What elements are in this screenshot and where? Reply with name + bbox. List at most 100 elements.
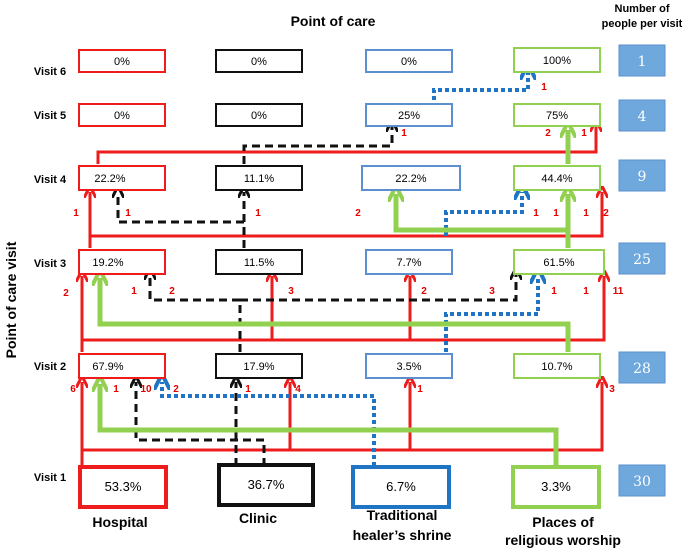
- y-axis-label: Point of care visit: [3, 241, 19, 358]
- hospital-v3-box: [78, 249, 166, 275]
- arrow-label: 2: [169, 286, 175, 297]
- hospital-v2-box: [78, 353, 166, 379]
- arrow-label: 3: [288, 286, 294, 297]
- healer-v3-box: [365, 249, 453, 275]
- healer-v6-box: [365, 49, 453, 73]
- healer-v4-box: [361, 165, 461, 191]
- arrow-label: 4: [295, 384, 301, 395]
- visit-3-label: Visit 3: [34, 258, 66, 270]
- healer-v1-value: 6.7%: [386, 479, 416, 494]
- flow-s5-w6: [432, 72, 528, 100]
- clinic-v1-box: [217, 463, 315, 507]
- arrow-label: 1: [553, 208, 559, 219]
- worship-v2-value: 10.7%: [541, 361, 572, 373]
- worship-v3-box: [513, 249, 605, 275]
- worship-v1-box: [511, 465, 601, 509]
- footer-healer-line2: healer’s shrine: [353, 527, 452, 543]
- count-v6-value: 1: [638, 54, 647, 70]
- count-v4-box: [618, 159, 666, 192]
- arrow-label: 1: [551, 286, 557, 297]
- healer-v2-value: 3.5%: [396, 361, 421, 373]
- visit-1-label: Visit 1: [34, 472, 66, 484]
- flow-c2-w3: [240, 274, 516, 302]
- arrow-label: 2: [63, 288, 69, 299]
- count-column: 1 4 9 25 28 30: [618, 44, 666, 497]
- worship-v5-value: 75%: [546, 110, 568, 122]
- hospital-v5-value: 0%: [114, 110, 130, 122]
- flow-s2-w3: [444, 276, 538, 352]
- count-v5-value: 4: [638, 109, 647, 125]
- visit-5-label: Visit 5: [34, 110, 66, 122]
- count-v6-box: [618, 44, 666, 77]
- count-v4-value: 9: [638, 169, 647, 185]
- clinic-v2-value: 17.9%: [243, 361, 274, 373]
- diagram-title: Point of care: [291, 13, 376, 29]
- clinic-v5-box: [215, 103, 303, 127]
- worship-v3-value: 61.5%: [543, 257, 574, 269]
- flow-h3-w4: [90, 192, 602, 238]
- healer-v2-box: [365, 353, 453, 379]
- arrow-label: 1: [583, 286, 589, 297]
- hospital-v5-box: [78, 103, 166, 127]
- hospital-v1-value: 53.3%: [105, 479, 142, 494]
- footer-hospital: Hospital: [92, 514, 147, 530]
- healer-v1-box: [351, 465, 451, 509]
- flow-h2-w3: [82, 276, 604, 342]
- arrow-label: 1: [581, 128, 587, 139]
- hospital-v2-value: 67.9%: [92, 361, 123, 373]
- visit-2-label: Visit 2: [34, 361, 66, 373]
- footer-labels: Hospital Clinic Traditional healer’s shr…: [92, 507, 621, 548]
- visit-4-label: Visit 4: [34, 174, 67, 186]
- count-v3-value: 25: [633, 252, 651, 268]
- arrow-label: 2: [355, 208, 361, 219]
- flow-s1-h2: [162, 382, 376, 466]
- arrow-label: 1: [417, 384, 423, 395]
- count-v1-box: [618, 464, 666, 497]
- footer-healer-line1: Traditional: [367, 507, 438, 523]
- visit-labels: Visit 6 Visit 5 Visit 4 Visit 3 Visit 2 …: [34, 66, 67, 484]
- flow-w1-h2: [100, 384, 559, 466]
- arrow-label: 2: [421, 286, 427, 297]
- clinic-v2-box: [215, 353, 303, 379]
- clinic-v1-value: 36.7%: [248, 477, 285, 492]
- arrow-label: 1: [255, 208, 261, 219]
- arrow-label: 6: [70, 384, 76, 395]
- count-v5-box: [618, 99, 666, 132]
- arrow-label: 1: [125, 208, 131, 219]
- arrow-label: 1: [113, 384, 119, 395]
- arrow-label: 1: [533, 208, 539, 219]
- healer-v6-value: 0%: [401, 56, 417, 68]
- count-header-line1: Number of: [615, 3, 670, 15]
- flow-c4-h4: [118, 192, 244, 224]
- arrow-label: 3: [489, 286, 495, 297]
- worship-v2-box: [513, 353, 601, 379]
- arrow-labels: 6 1 10 2 1 4 1 3 2 1 2 3 2 3 1 1 11 1 1 …: [63, 82, 624, 395]
- count-v2-box: [618, 351, 666, 384]
- count-header-line2: people per visit: [602, 18, 683, 30]
- hospital-v3-value: 19.2%: [92, 257, 123, 269]
- footer-worship-line2: religious worship: [505, 532, 621, 548]
- flow-c1-h2: [136, 382, 266, 466]
- hospital-v4-box: [78, 165, 166, 191]
- count-v3-box: [618, 242, 666, 275]
- clinic-v3-value: 11.5%: [244, 257, 275, 269]
- healer-v5-box: [365, 103, 453, 127]
- worship-v6-value: 100%: [543, 55, 571, 67]
- healer-v5-value: 25%: [398, 110, 420, 122]
- visit-6-label: Visit 6: [34, 66, 66, 78]
- clinic-v5-value: 0%: [251, 110, 267, 122]
- hospital-column: 0% 0% 22.2% 19.2% 67.9% 53.3%: [78, 49, 168, 509]
- worship-v4-value: 44.4%: [541, 173, 572, 185]
- worship-column: 100% 75% 44.4% 61.5% 10.7% 3.3%: [511, 47, 605, 509]
- clinic-v4-box: [215, 165, 303, 191]
- arrow-label: 10: [140, 384, 152, 395]
- clinic-v6-box: [215, 49, 303, 73]
- flow-w2-h3: [100, 278, 571, 352]
- arrow-label: 11: [613, 286, 624, 297]
- footer-worship-line1: Places of: [532, 514, 594, 530]
- arrow-label: 2: [603, 208, 609, 219]
- hospital-v6-value: 0%: [114, 56, 130, 68]
- flow-h4-w5: [96, 126, 596, 164]
- count-v1-value: 30: [633, 474, 651, 490]
